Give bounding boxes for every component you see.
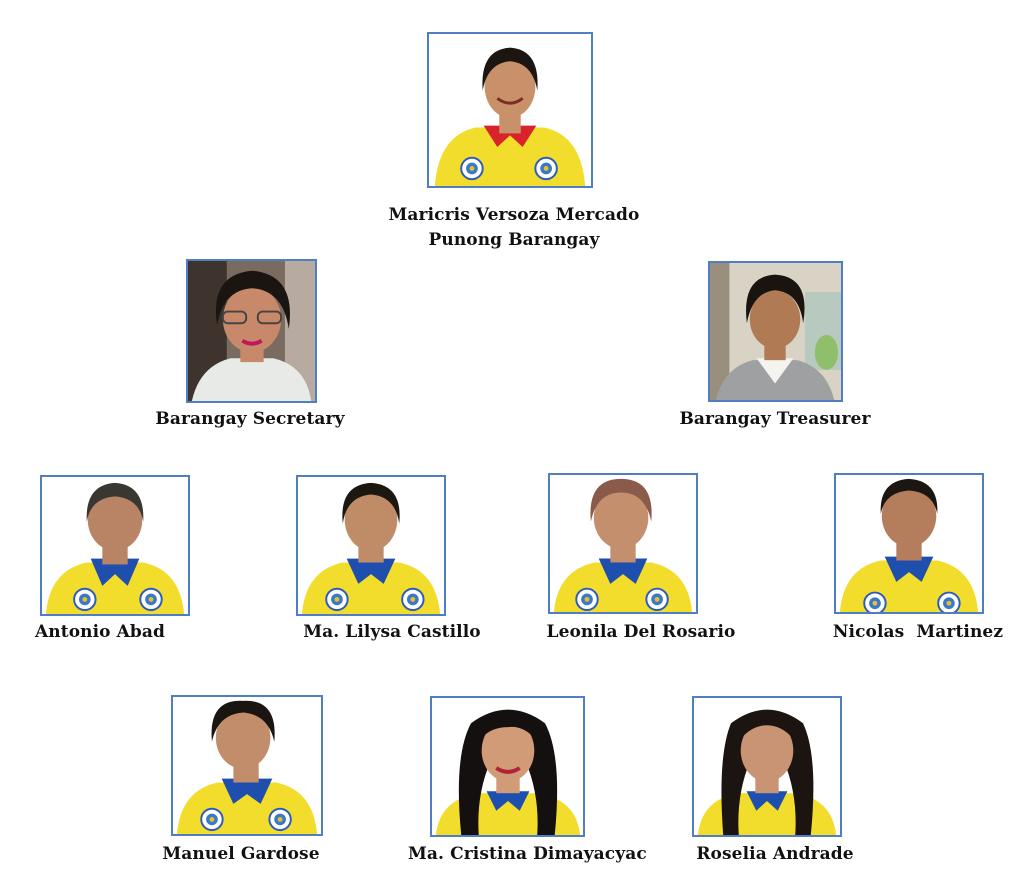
council-photo-del-rosario <box>548 473 698 614</box>
council-name-martinez: Nicolas Martinez <box>832 622 1004 642</box>
punong-barangay-title: Punong Barangay <box>428 230 600 250</box>
council-photo-andrade <box>692 696 842 837</box>
council-name-gardose: Manuel Gardose <box>162 844 320 864</box>
council-name-andrade: Roselia Andrade <box>696 844 854 864</box>
council-photo-martinez <box>834 473 984 614</box>
council-photo-gardose <box>171 695 323 836</box>
punong-barangay-name: Maricris Versoza Mercado <box>388 205 640 225</box>
punong-barangay-caption: Maricris Versoza Mercado Punong Barangay <box>374 203 654 253</box>
secretary-photo <box>186 259 317 403</box>
council-photo-castillo <box>296 475 446 616</box>
council-name-del-rosario: Leonila Del Rosario <box>546 622 736 642</box>
council-name-abad: Antonio Abad <box>35 622 165 642</box>
treasurer-caption: Barangay Treasurer <box>679 409 871 429</box>
treasurer-photo <box>708 261 843 402</box>
council-name-dimayacyac: Ma. Cristina Dimayacyac <box>408 844 647 864</box>
council-photo-dimayacyac <box>430 696 585 837</box>
secretary-caption: Barangay Secretary <box>155 409 345 429</box>
council-name-castillo: Ma. Lilysa Castillo <box>303 622 481 642</box>
council-photo-abad <box>40 475 190 616</box>
punong-barangay-photo <box>427 32 593 188</box>
